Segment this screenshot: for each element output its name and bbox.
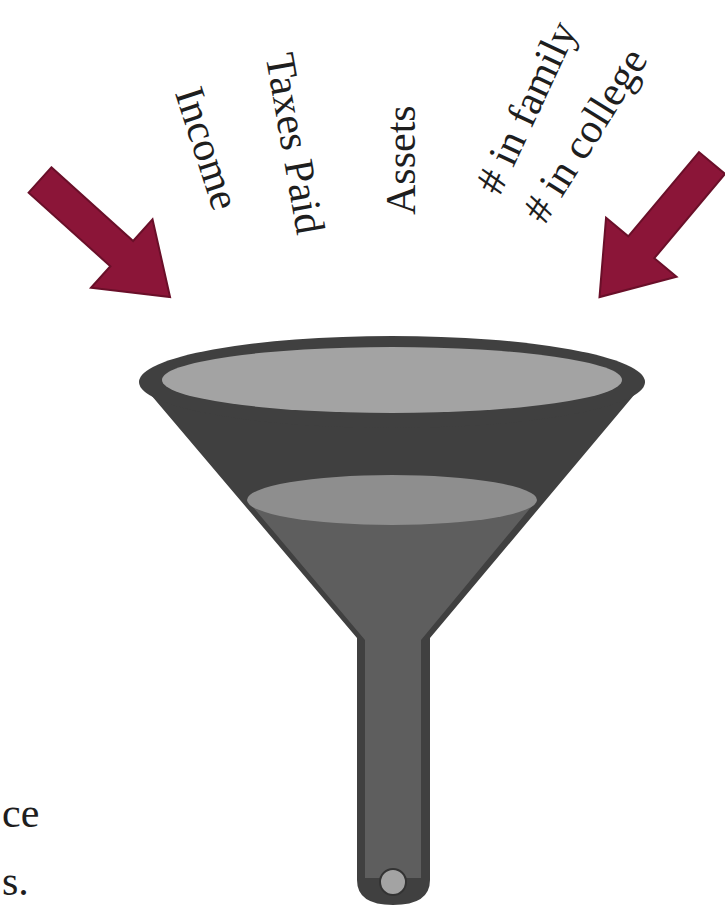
input-label: s. xyxy=(2,860,29,902)
input-label: Taxes Paid xyxy=(259,50,332,237)
input-arrow xyxy=(9,146,201,331)
funnel-opening xyxy=(162,347,622,413)
funnel-rim xyxy=(139,336,645,428)
funnel-outlet xyxy=(380,869,406,895)
funnel-interior xyxy=(247,500,537,878)
input-label: Income xyxy=(168,82,247,215)
input-label: Assets xyxy=(380,105,422,215)
funnel-body xyxy=(140,382,645,905)
input-label: ce xyxy=(2,792,39,834)
funnel-contents xyxy=(247,475,537,525)
